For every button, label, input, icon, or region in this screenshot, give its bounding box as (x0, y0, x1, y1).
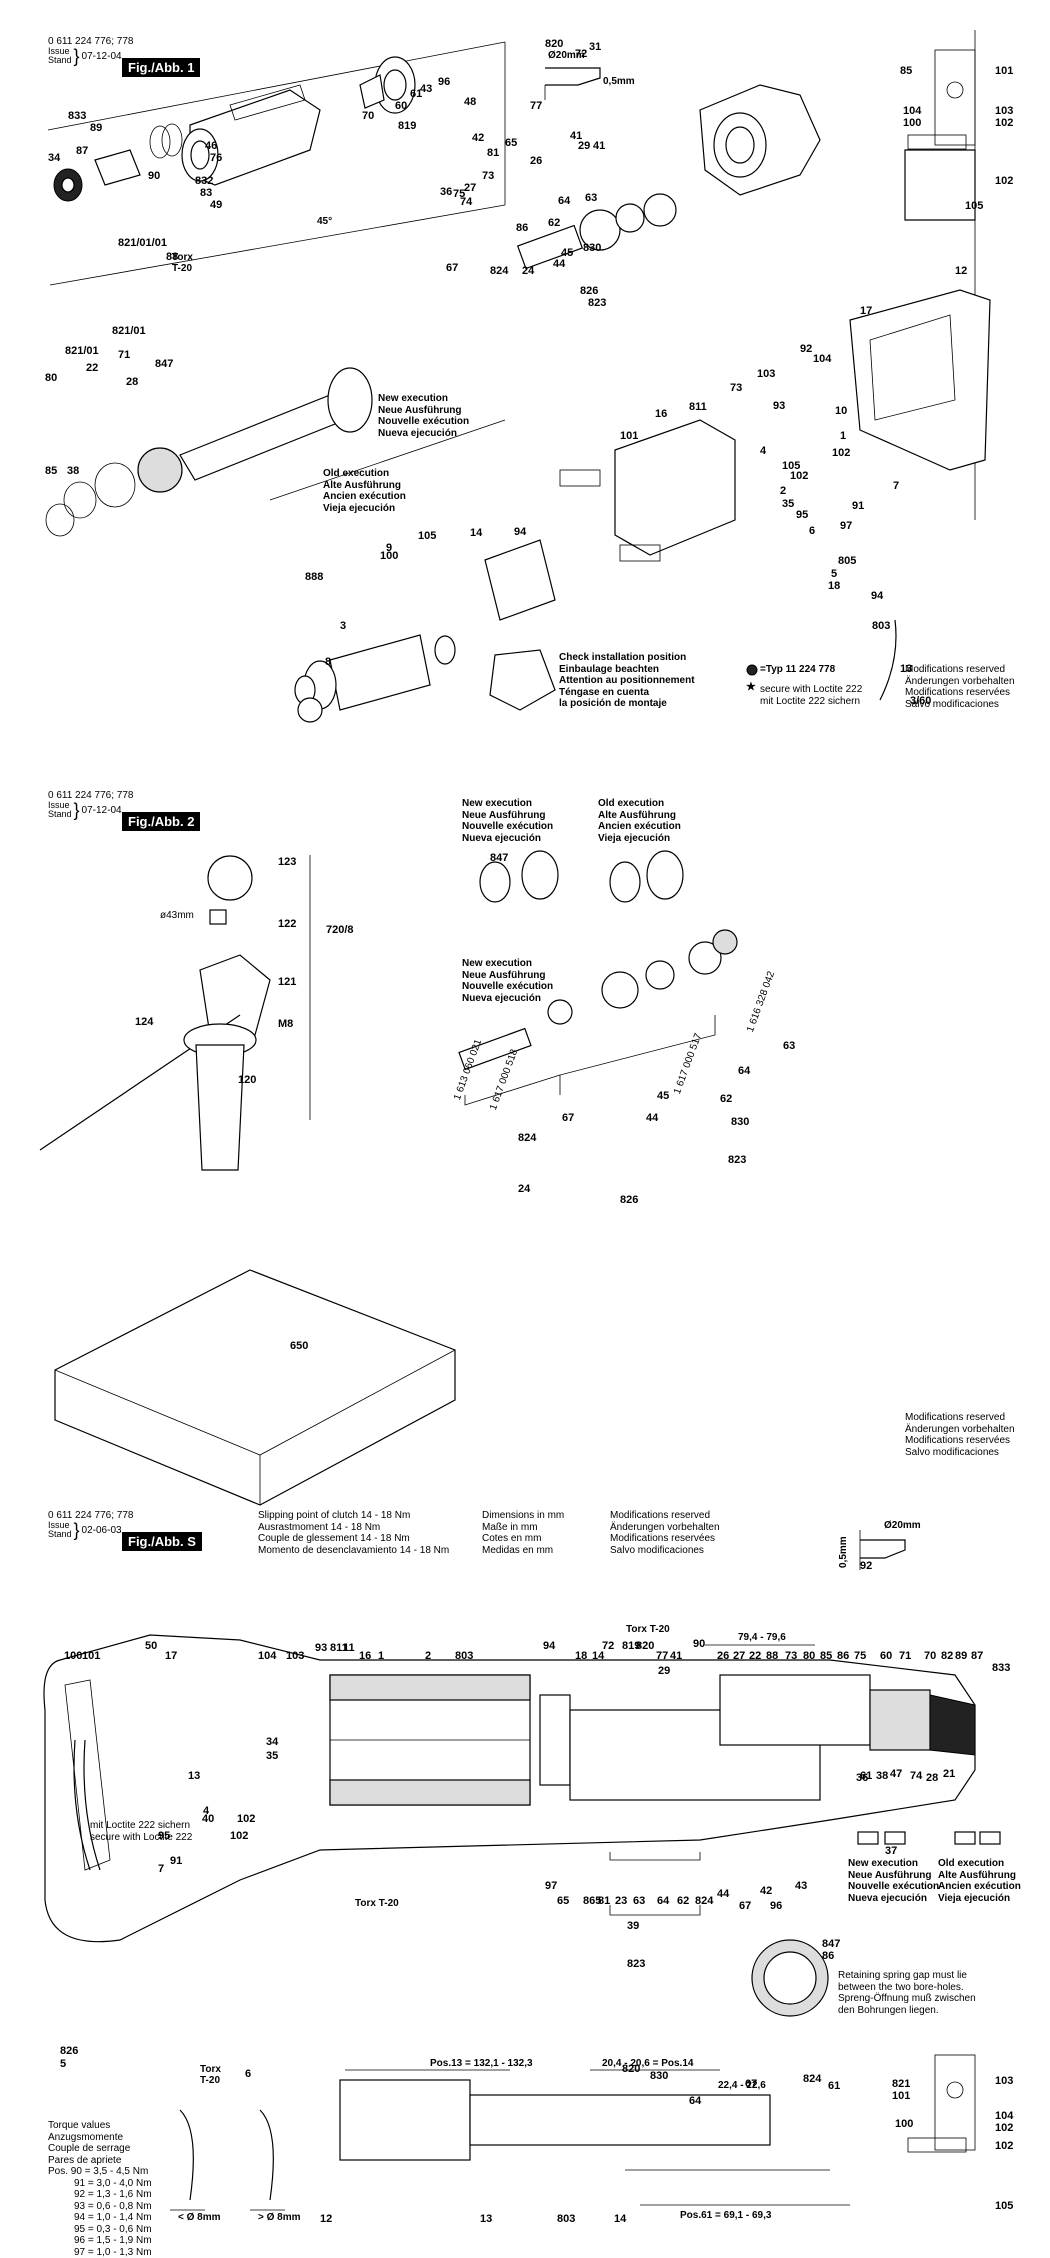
typ-note: =Typ 11 224 778 (760, 664, 836, 675)
loctite-note: secure with Loctite 222 mit Loctite 222 … (760, 684, 863, 707)
switch-schematic (934, 49, 976, 146)
auxiliary-handle (195, 1044, 245, 1171)
drawing-code: 0 611 224 776; 778 (48, 36, 134, 47)
switch-schematic-2 (934, 2054, 976, 2151)
retaining-note: Retaining spring gap must lie between th… (838, 1970, 976, 2016)
bearing-new (479, 861, 511, 903)
old-execution-note-s: Old execution Alte Ausführung Ancien exé… (938, 1858, 1021, 1904)
new-execution-note-1: New execution Neue Ausführung Nouvelle e… (378, 393, 470, 439)
gt8-label: > Ø 8mm (258, 2212, 301, 2223)
dim-22: 22,4 - 22,6 (718, 2080, 766, 2091)
handle-housing (849, 289, 991, 471)
torx-91: Torx T-20 (355, 1898, 399, 1909)
angle-label: 45° (317, 216, 333, 227)
drive-shaft (458, 1027, 532, 1071)
motor-housing (614, 419, 736, 556)
old-execution-note-1: Old execution Alte Ausführung Ancien exé… (323, 468, 406, 514)
auxiliary-handle-clamp (199, 954, 271, 1036)
new-execution-note-s: New execution Neue Ausführung Nouvelle e… (848, 1858, 940, 1904)
clutch-note: Slipping point of clutch 14 - 18 Nm Ausr… (258, 1510, 450, 1556)
stand-label: Stand (48, 809, 72, 819)
issue-date: 07-12-04 (81, 51, 122, 62)
modifications-note-2: Modifications reserved Änderungen vorbeh… (905, 1412, 1015, 1458)
torx-top: Torx T-20 (626, 1624, 670, 1635)
exploded-view-drawing: ★ (45, 30, 991, 723)
spur-gear (137, 447, 183, 493)
tool-holder-shaft (179, 394, 346, 481)
lower-section-view (339, 2079, 471, 2161)
torx-label-1b: T-20 (172, 263, 193, 274)
drawing-code: 0 611 224 776; 778 (48, 1510, 134, 1521)
new-execution-note-2: New execution Neue Ausführung Nouvelle e… (462, 798, 554, 844)
power-cable (879, 619, 897, 701)
armature (329, 634, 431, 711)
figure-label: Fig./Abb. 1 (122, 58, 201, 77)
sectional-drawing (43, 1530, 1001, 2211)
air-guide-ring (489, 649, 556, 711)
typ-marker-dot (746, 664, 758, 676)
modifications-note-1: Modifications reserved Änderungen vorbeh… (905, 664, 1015, 710)
diameter-43: ø43mm (160, 910, 194, 921)
drawing-code: 0 611 224 776; 778 (48, 790, 134, 801)
pos61-dim: Pos.61 = 69,1 - 69,3 (680, 2210, 772, 2221)
housing-section (43, 1634, 976, 1943)
torx-92b: T-20 (200, 2075, 221, 2086)
carrying-case (54, 1269, 456, 1506)
dim-gap-1: 0,5mm (603, 76, 635, 87)
dim-diameter-1: Ø20mm (548, 50, 585, 61)
lt8-label: < Ø 8mm (178, 2212, 221, 2223)
new-execution-note-3: New execution Neue Ausführung Nouvelle e… (462, 958, 554, 1004)
dim-79: 79,4 - 79,6 (738, 1632, 786, 1643)
check-installation-note: Check installation position Einbaulage b… (559, 652, 695, 709)
issue-label: Issue (48, 46, 70, 56)
old-execution-note-2: Old execution Alte Ausführung Ancien exé… (598, 798, 681, 844)
pos13-dim: Pos.13 = 132,1 - 132,3 (430, 2058, 533, 2069)
torx-92a: Torx (200, 2064, 221, 2075)
depth-stop-clamp (207, 855, 253, 901)
stand-label: Stand (48, 1529, 72, 1539)
modifications-note-3: Modifications reserved Änderungen vorbeh… (610, 1510, 720, 1556)
torque-values: Torque values Anzugsmomente Couple de se… (48, 2120, 152, 2258)
pos14-dim: 20,4 - 20,6 = Pos.14 (602, 2058, 694, 2069)
issue-date: 07-12-04 (81, 805, 122, 816)
field-coil (484, 539, 556, 621)
issue-date: 02-06-03 (81, 1525, 122, 1536)
figure-label: Fig./Abb. S (122, 1532, 202, 1551)
issue-label: Issue (48, 1520, 70, 1530)
figure-label: Fig./Abb. 2 (122, 812, 201, 831)
dim-gap-3: 0,5mm (838, 1536, 849, 1568)
svg-text:★: ★ (746, 681, 756, 693)
accessories-drawing (39, 850, 738, 1506)
issue-label: Issue (48, 800, 70, 810)
dim-diameter-3: Ø20mm (884, 1520, 921, 1531)
bearing-old (646, 850, 684, 900)
chuck-section (869, 1689, 931, 1751)
dimensions-note: Dimensions in mm Maße in mm Cotes en mm … (482, 1510, 565, 1556)
stand-label: Stand (48, 55, 72, 65)
intermediate-shaft (516, 224, 584, 270)
torx-label-1a: Torx (172, 252, 193, 263)
loctite-note-s: mit Loctite 222 sichern secure with Loct… (90, 1820, 193, 1843)
